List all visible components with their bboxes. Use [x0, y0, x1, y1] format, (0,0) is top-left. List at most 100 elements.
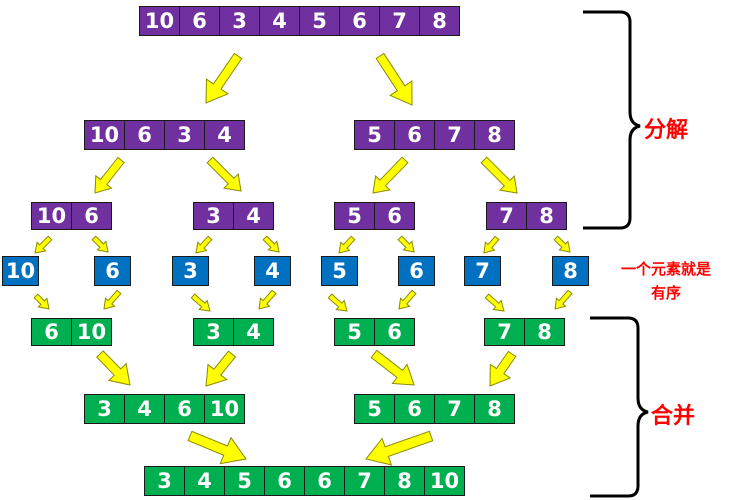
array-cell: 8 — [474, 394, 515, 424]
single-5: 6 — [398, 256, 435, 286]
flow-arrow-icon — [327, 293, 348, 312]
array-cell: 8 — [524, 318, 565, 346]
array-cell: 7 — [464, 256, 501, 286]
array-cell: 7 — [434, 120, 475, 150]
array-cell: 8 — [419, 6, 460, 36]
single-6: 7 — [464, 256, 501, 286]
split-level2-2: 5 6 — [334, 202, 415, 230]
flow-arrow-icon — [480, 156, 518, 194]
flow-arrow-icon — [397, 235, 415, 253]
array-cell: 3 — [219, 6, 260, 36]
array-cell: 10 — [84, 120, 125, 150]
array-cell: 3 — [84, 394, 125, 424]
array-cell: 6 — [394, 394, 435, 424]
merge-level1-0: 6 10 — [31, 318, 112, 346]
flow-arrow-icon — [103, 289, 122, 310]
array-cell: 8 — [384, 466, 425, 496]
note-line1: 一个元素就是 — [620, 260, 711, 278]
array-cell: 5 — [354, 120, 395, 150]
array-cell: 7 — [379, 6, 420, 36]
merge-result: 3 4 5 6 6 7 8 10 — [144, 466, 465, 496]
array-cell: 6 — [71, 202, 112, 230]
flow-arrow-icon — [33, 293, 50, 310]
array-cell: 6 — [94, 256, 131, 286]
array-cell: 3 — [164, 120, 205, 150]
array-cell: 5 — [321, 256, 358, 286]
array-cell: 4 — [233, 202, 274, 230]
merge-level2-right: 5 6 7 8 — [354, 394, 515, 424]
flow-arrow-icon — [187, 430, 247, 465]
split-level2-3: 7 8 — [486, 202, 567, 230]
flow-arrow-icon — [258, 289, 277, 310]
array-cell: 10 — [204, 394, 245, 424]
array-cell: 5 — [334, 318, 375, 346]
flow-arrow-icon — [483, 235, 500, 254]
flow-arrow-icon — [195, 235, 213, 254]
flow-arrow-icon — [96, 350, 131, 386]
single-0: 10 — [2, 256, 39, 286]
split-level1-right: 5 6 7 8 — [354, 120, 515, 150]
array-cell: 6 — [374, 318, 415, 346]
merge-level1-3: 7 8 — [484, 318, 565, 346]
note-line2: 有序 — [650, 284, 681, 302]
flow-arrow-icon — [372, 156, 409, 194]
array-cell: 7 — [434, 394, 475, 424]
array-cell: 10 — [71, 318, 112, 346]
array-cell: 10 — [139, 6, 180, 36]
array-cell: 6 — [31, 318, 72, 346]
array-cell: 10 — [2, 256, 39, 286]
array-cell: 7 — [486, 202, 527, 230]
flow-arrow-icon — [91, 235, 109, 253]
flow-arrow-icon — [370, 349, 415, 386]
flow-arrow-icon — [205, 52, 243, 104]
flow-arrow-icon — [34, 235, 53, 254]
flow-arrow-icon — [553, 235, 571, 253]
array-cell: 6 — [179, 6, 220, 36]
single-1: 6 — [94, 256, 131, 286]
array-cell: 7 — [344, 466, 385, 496]
array-cell: 6 — [264, 466, 305, 496]
array-cell: 7 — [484, 318, 525, 346]
array-cell: 4 — [184, 466, 225, 496]
split-level0: 10 6 3 4 5 6 7 8 — [139, 6, 460, 36]
array-cell: 5 — [354, 394, 395, 424]
single-2: 3 — [172, 256, 209, 286]
flow-arrow-icon — [94, 156, 125, 194]
array-cell: 8 — [526, 202, 567, 230]
split-level1-left: 10 6 3 4 — [84, 120, 245, 150]
array-cell: 6 — [374, 202, 415, 230]
array-cell: 3 — [193, 318, 234, 346]
array-cell: 6 — [164, 394, 205, 424]
merge-level1-2: 5 6 — [334, 318, 415, 346]
array-cell: 10 — [31, 202, 72, 230]
array-cell: 3 — [193, 202, 234, 230]
single-3: 4 — [254, 256, 291, 286]
array-cell: 5 — [224, 466, 265, 496]
flow-arrow-icon — [262, 235, 280, 253]
array-cell: 8 — [474, 120, 515, 150]
flow-arrow-icon — [205, 350, 237, 387]
flow-arrow-icon — [206, 156, 242, 192]
merge-bracket — [590, 316, 649, 498]
flow-arrow-icon — [554, 289, 573, 310]
array-cell: 4 — [204, 120, 245, 150]
flow-arrow-icon — [484, 293, 505, 312]
merge-level2-left: 3 4 6 10 — [84, 394, 245, 424]
array-cell: 4 — [233, 318, 274, 346]
array-cell: 10 — [424, 466, 465, 496]
array-cell: 5 — [334, 202, 375, 230]
array-cell: 4 — [254, 256, 291, 286]
flow-arrow-icon — [190, 293, 211, 312]
array-cell: 6 — [394, 120, 435, 150]
flow-arrow-icon — [338, 235, 356, 254]
array-cell: 8 — [552, 256, 589, 286]
split-label: 分解 — [644, 118, 689, 143]
merge-level1-1: 3 4 — [193, 318, 274, 346]
array-cell: 6 — [124, 120, 165, 150]
split-level2-0: 10 6 — [31, 202, 112, 230]
split-level2-1: 3 4 — [193, 202, 274, 230]
array-cell: 3 — [172, 256, 209, 286]
array-cell: 5 — [299, 6, 340, 36]
